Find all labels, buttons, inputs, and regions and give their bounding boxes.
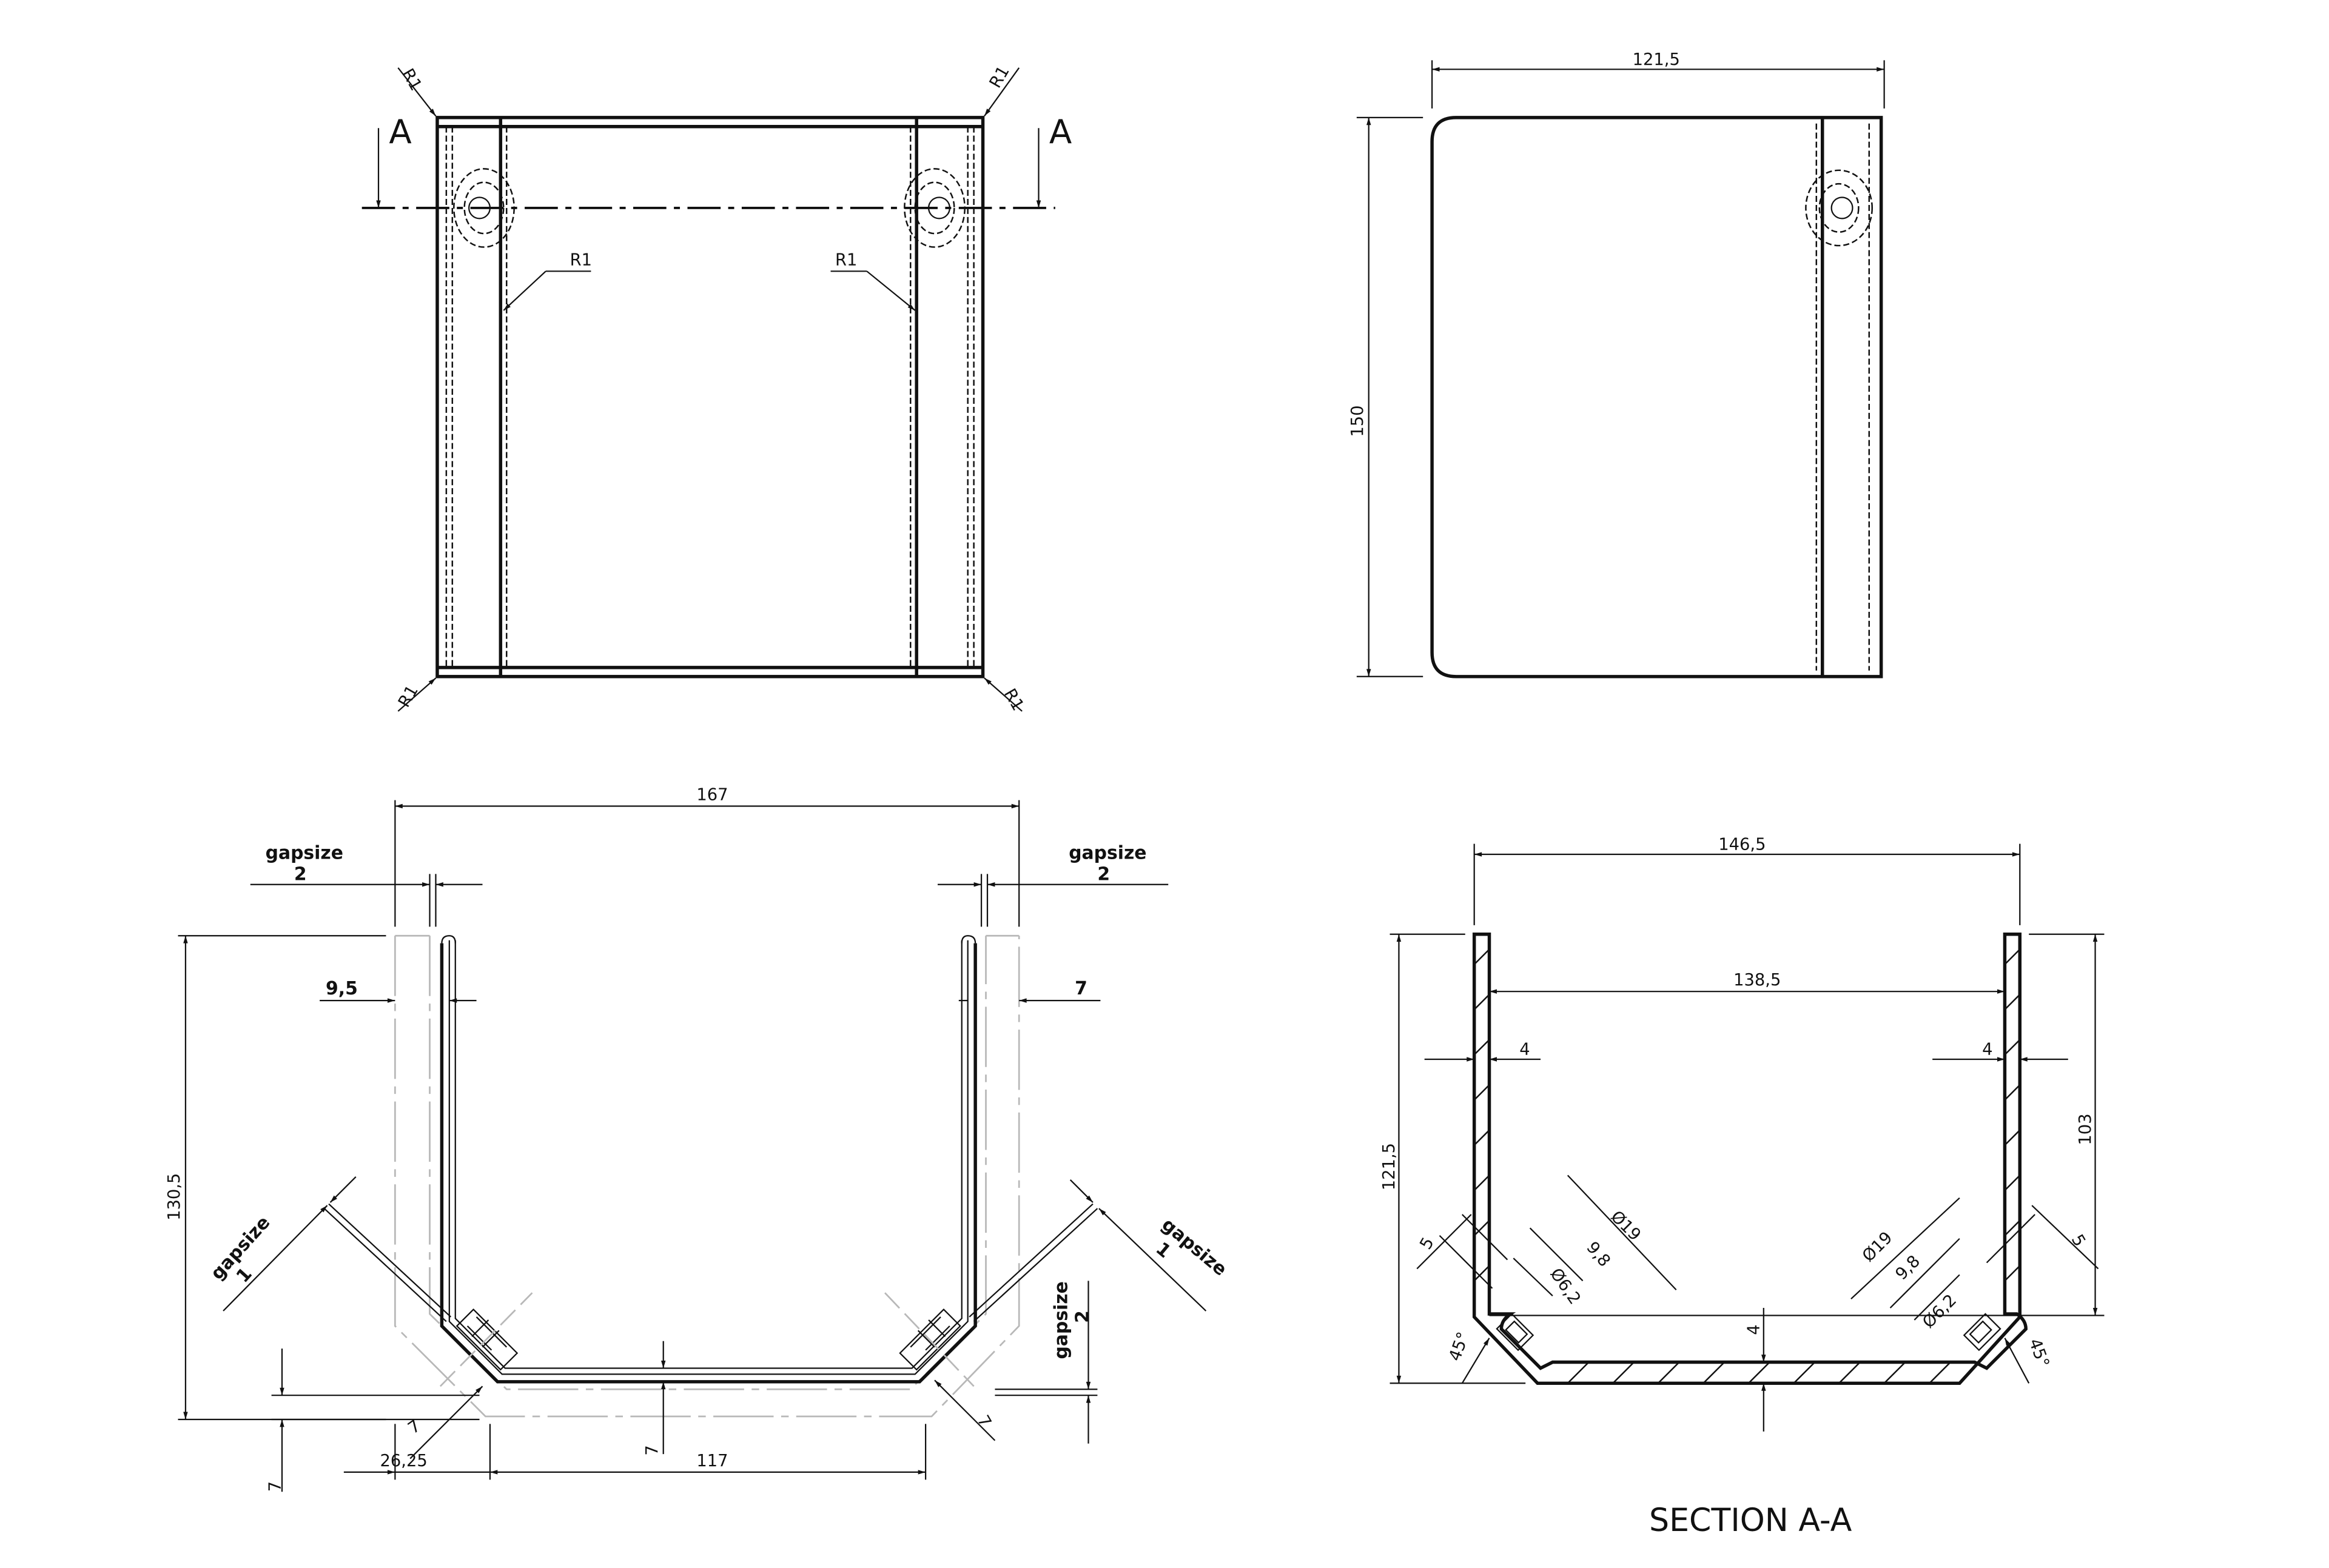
dim-center-thickness: 7 [643,1445,662,1455]
sec-hole-left: Ø6,2 [1546,1265,1584,1308]
section-marker-right: A [1049,112,1072,151]
gap-bottom-right-value: 2 [1072,1310,1094,1323]
sec-chamfer-left: 5 [1416,1235,1438,1253]
formed-view: 167 gapsize 2 gapsize 2 9,5 7 130,5 gaps… [165,786,1231,1492]
dim-left-inset: 26,25 [380,1452,428,1470]
dim-bottom-width: 117 [696,1452,728,1470]
side-view: 121,5 150 [1348,50,1885,678]
sec-inner-width: 138,5 [1733,971,1781,990]
radius-callout-inner-left: R1 [570,250,592,269]
section-title: SECTION A-A [1649,1503,1852,1539]
sec-outer-width: 146,5 [1718,836,1766,854]
dim-left-offset: 9,5 [326,978,358,999]
side-width-dim: 121,5 [1633,50,1680,69]
top-view: A A R1 R1 R1 R1 R1 R1 [361,63,1072,714]
sec-hole-right: Ø6,2 [1919,1291,1960,1332]
section-marker-left: A [389,112,411,151]
sec-overall-height: 121,5 [1380,1143,1399,1190]
dim-overall-width: 167 [696,786,728,805]
gap-right-value: 2 [1097,863,1110,885]
bolt-left-icon [1496,1313,1534,1352]
radius-callout-tr: R1 [986,63,1013,92]
sec-angle-left: 45° [1445,1330,1473,1364]
sec-bore-right: Ø19 [1859,1228,1897,1266]
fastener-side-icon [1805,169,1873,247]
sec-bottom-thickness: 4 [1744,1324,1763,1335]
radius-callout-br: R1 [1000,686,1027,714]
sec-chamfer-right: 5 [2068,1231,2089,1250]
hinge-right-icon [899,1308,961,1371]
radius-callout-tl: R1 [398,65,425,94]
gap-left-label: gapsize [266,842,343,863]
sec-depth-left: 9,8 [1582,1238,1614,1270]
sec-wall-left: 4 [1519,1040,1530,1059]
hinge-left-icon [455,1308,519,1371]
bolt-right-icon [1963,1313,2001,1352]
sec-wall-right: 4 [1982,1040,1992,1059]
sec-angle-right: 45° [2025,1336,2053,1370]
dim-bottom-left-vertical: 7 [266,1481,284,1492]
gap-left-value: 2 [294,863,307,885]
radius-callout-inner-right: R1 [835,250,857,269]
section-view: 146,5 138,5 4 4 121,5 103 4 5 5 [1380,836,2105,1539]
dim-right-offset: 7 [1075,978,1087,999]
gap-right-label: gapsize [1069,842,1146,863]
dim-height: 130,5 [165,1173,184,1221]
dim-corner-right: 7 [973,1412,995,1431]
sec-inner-height: 103 [2076,1113,2095,1145]
gap-bottom-right-label: gapsize [1051,1281,1072,1359]
radius-callout-bl: R1 [395,682,422,711]
side-height-dim: 150 [1348,406,1367,437]
sec-bore-left: Ø19 [1607,1207,1644,1245]
